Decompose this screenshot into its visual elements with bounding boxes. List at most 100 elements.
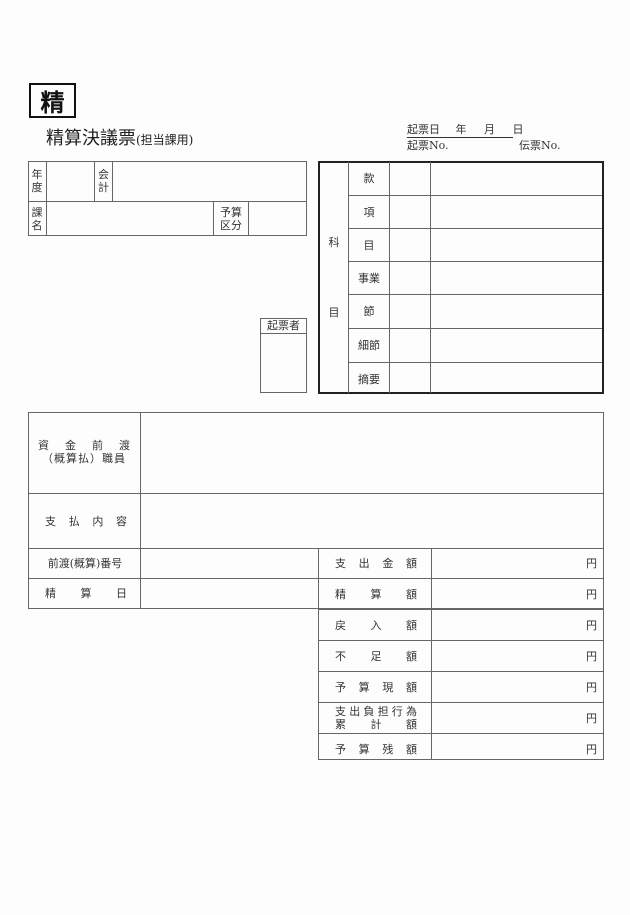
settle-date-input[interactable] (142, 579, 318, 608)
amount-input[interactable]: 円 (432, 734, 603, 764)
kamoku-row-kan: 款 (349, 162, 602, 196)
section-label: 課名 (28, 201, 47, 236)
kamoku-row-tekiyo: 摘要 (349, 363, 602, 395)
main-table (28, 412, 604, 609)
kamoku-row-setsu: 節 (349, 295, 602, 329)
kamoku-code-input[interactable] (390, 262, 430, 294)
kamoku-name-input[interactable] (431, 329, 602, 362)
amount-input[interactable]: 円 (432, 579, 603, 609)
amount-label: 予算現額 (335, 680, 417, 694)
kamoku-label: 項 (363, 205, 375, 219)
kamoku-label: 節 (363, 305, 375, 318)
amount-row-budget-remaining: 予算残額 円 (319, 734, 603, 764)
kamoku-label: 事業 (358, 271, 380, 285)
divider (430, 162, 431, 393)
kamoku-row-moku: 目 (349, 229, 602, 262)
kamoku-label: 摘要 (358, 372, 380, 386)
kamoku-label: 細節 (358, 339, 380, 352)
budget-class-label: 予算区分 (213, 201, 249, 236)
kamoku-name-input[interactable] (431, 262, 602, 294)
kamoku-row-saisetsu: 細節 (349, 329, 602, 363)
amounts-rows: 支出金額 円 精算額 円 戻入額 円 不足額 円 予算現額 円 (319, 548, 603, 764)
account-input[interactable] (114, 162, 306, 200)
divider (28, 548, 604, 549)
advance-staff-label: 資金前渡 （概算払）職員 (38, 439, 130, 465)
draft-date-label: 起票日 (407, 123, 440, 136)
account-label: 会計 (94, 161, 113, 201)
kamoku-label: 款 (363, 172, 375, 185)
amount-row-commitment-total: 支出負担行為 累計額 円 (319, 703, 603, 734)
amount-input[interactable]: 円 (432, 610, 603, 640)
amount-input[interactable]: 円 (432, 641, 603, 671)
yen-unit: 円 (586, 650, 597, 663)
yen-unit: 円 (586, 619, 597, 632)
title-suffix: (担当課用) (136, 133, 194, 147)
kamoku-code-input[interactable] (390, 196, 430, 228)
divider (28, 493, 604, 494)
kamoku-name-input[interactable] (431, 229, 602, 261)
kamoku-code-input[interactable] (390, 295, 430, 328)
draft-no-label: 起票No. (407, 139, 449, 152)
divider (389, 162, 390, 393)
divider (431, 548, 432, 760)
settle-date-label: 精算日 (45, 587, 127, 600)
payment-content-label: 支払内容 (45, 514, 127, 528)
kamoku-label: 目 (363, 238, 375, 252)
divider (28, 201, 307, 202)
divider (348, 162, 349, 393)
kamoku-name-input[interactable] (431, 295, 602, 328)
kamoku-code-input[interactable] (390, 363, 430, 395)
drafter-seal-area[interactable] (261, 335, 306, 392)
amount-row-expenditure: 支出金額 円 (319, 548, 603, 579)
kamoku-name-input[interactable] (431, 363, 602, 395)
kamoku-group-label-bottom: 目 (328, 305, 340, 319)
kamoku-code-input[interactable] (390, 329, 430, 362)
amounts-table (318, 548, 604, 760)
payment-content-input[interactable] (142, 494, 602, 547)
amount-row-shortage: 不足額 円 (319, 641, 603, 672)
amount-label: 精算額 (335, 587, 417, 601)
budget-class-input[interactable] (250, 202, 306, 235)
kamoku-rows: 款 項 目 事業 節 細節 摘要 (349, 162, 602, 395)
title-text: 精算決議票 (46, 128, 136, 149)
form-title: 精算決議票(担当課用) (46, 124, 193, 150)
fiscal-year-input[interactable] (48, 162, 94, 200)
day-label: 日 (512, 123, 524, 136)
yen-unit: 円 (586, 712, 597, 725)
kamoku-code-input[interactable] (390, 229, 430, 261)
advance-number-label: 前渡(概算)番号 (47, 557, 123, 570)
kamoku-code-input[interactable] (390, 162, 430, 195)
amount-label: 戻入額 (335, 618, 417, 632)
kamoku-group-label-top: 科 (328, 235, 340, 249)
yen-unit: 円 (586, 588, 597, 601)
yen-unit: 円 (586, 743, 597, 756)
amount-input[interactable]: 円 (432, 548, 603, 578)
kamoku-row-kou: 項 (349, 196, 602, 229)
divider (140, 412, 141, 609)
kamoku-table (318, 161, 604, 394)
amount-input[interactable]: 円 (432, 672, 603, 702)
yen-unit: 円 (586, 557, 597, 570)
kamoku-name-input[interactable] (431, 196, 602, 228)
advance-number-input[interactable] (142, 549, 318, 578)
drafter-box (260, 318, 307, 393)
amount-row-budget-current: 予算現額 円 (319, 672, 603, 703)
amount-label: 不足額 (335, 649, 417, 663)
kamoku-row-jigyo: 事業 (349, 262, 602, 295)
kamoku-name-input[interactable] (431, 162, 602, 195)
yen-unit: 円 (586, 681, 597, 694)
fiscal-year-label: 年度 (28, 161, 47, 201)
year-label: 年 (455, 123, 467, 136)
advance-staff-input[interactable] (142, 413, 602, 492)
amount-input[interactable]: 円 (432, 703, 603, 733)
amount-label: 支出負担行為 累計額 (335, 705, 417, 731)
draft-date-field[interactable]: 起票日 年 月 日 (407, 121, 524, 138)
drafter-label: 起票者 (260, 318, 307, 334)
section-input[interactable] (48, 202, 213, 235)
amount-row-settlement: 精算額 円 (319, 579, 603, 610)
amount-row-refund: 戻入額 円 (319, 610, 603, 641)
info-table (28, 161, 307, 236)
divider (28, 578, 604, 579)
form-stamp: 精 (29, 83, 76, 118)
amount-label: 支出金額 (335, 556, 417, 570)
